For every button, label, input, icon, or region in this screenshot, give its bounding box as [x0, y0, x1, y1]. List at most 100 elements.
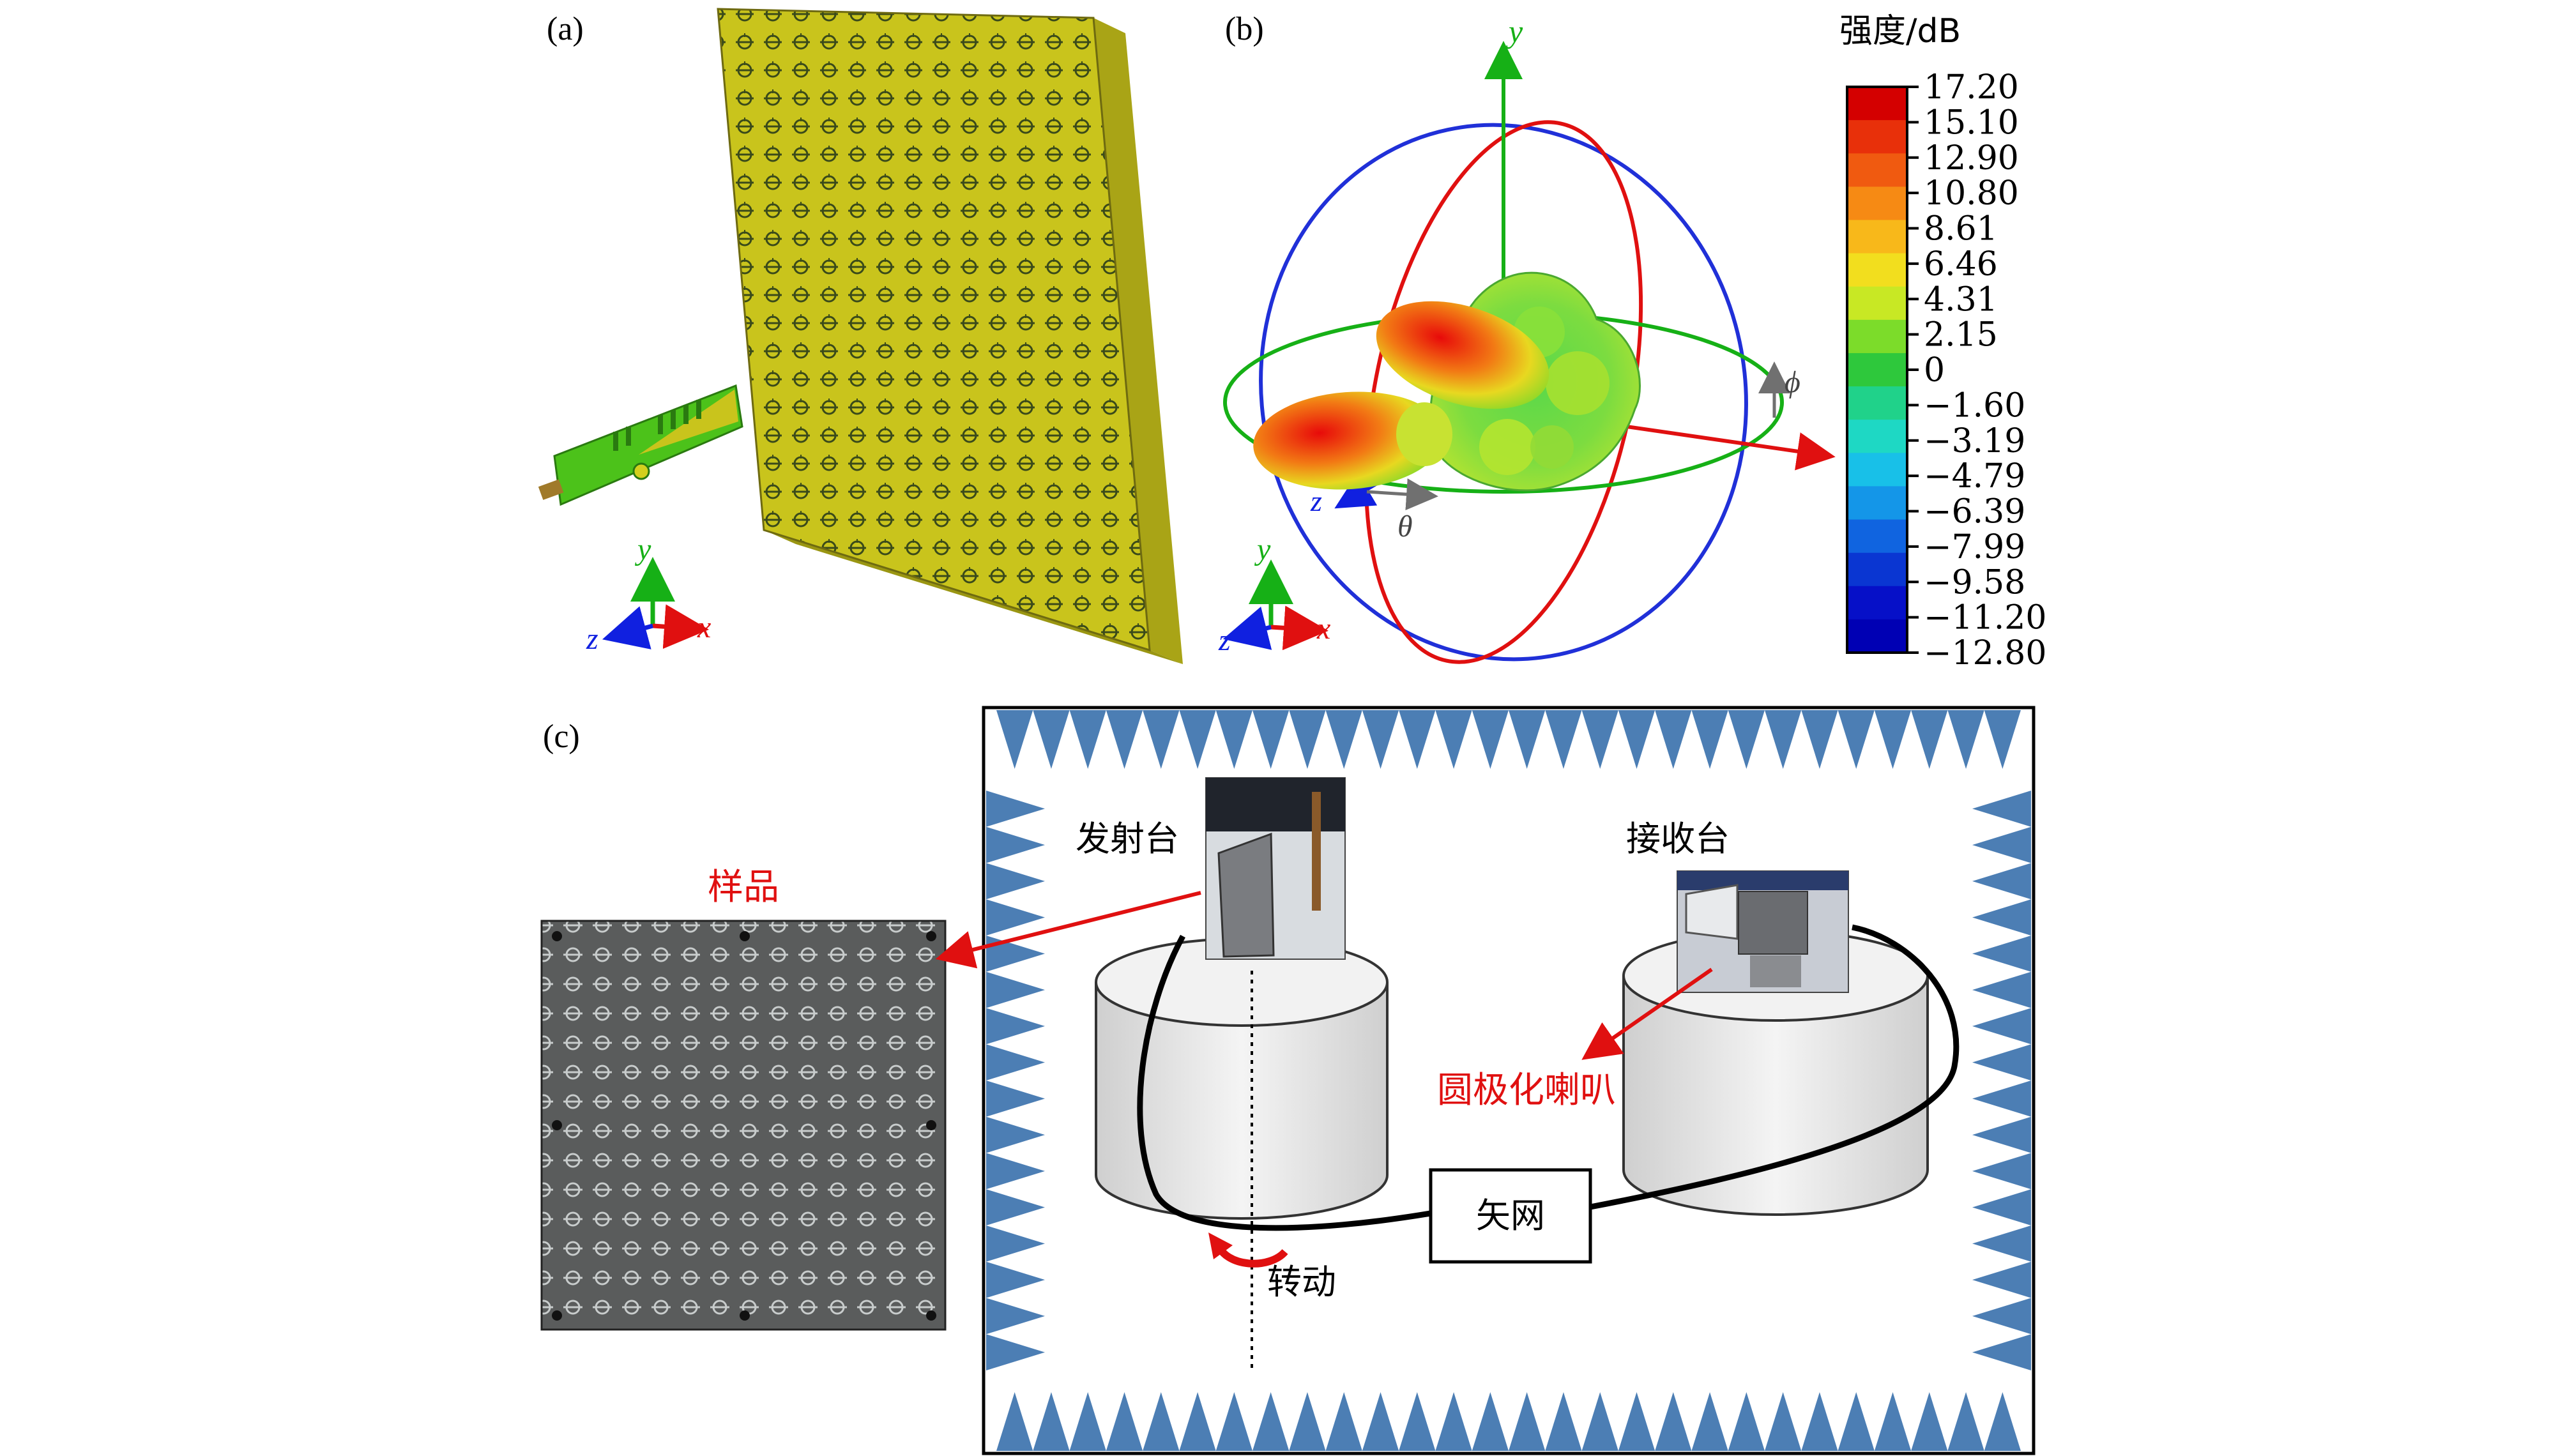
absorber-wedge [996, 1392, 1033, 1451]
absorber-wedge [1972, 1008, 2031, 1045]
axis-label-y-b: y [1254, 533, 1271, 566]
absorber-wedge [1106, 710, 1143, 769]
absorber-wedge [1325, 1392, 1362, 1451]
panel-c: (c) 样品 发射台 接收台 [540, 706, 2036, 1455]
absorber-wedge [1472, 710, 1509, 769]
colorbar-tick-label: 10.80 [1924, 174, 2019, 213]
absorber-wedge [986, 1153, 1045, 1190]
absorber-wedge [1618, 710, 1655, 769]
absorber-wedge [986, 1261, 1045, 1298]
absorber-wedge [986, 1008, 1045, 1045]
absorber-wedge [1728, 1392, 1765, 1451]
absorber-wedge [1972, 971, 2031, 1008]
axis-triad-a: y x z [586, 533, 711, 656]
panel-c-label: (c) [543, 718, 580, 755]
axis-label-z-a: z [586, 622, 598, 656]
absorber-wedge [986, 1116, 1045, 1153]
absorber-wedge [1691, 710, 1728, 769]
phi-label: ϕ [1785, 365, 1800, 399]
colorbar-segment [1847, 386, 1907, 421]
absorber-wedge [1972, 936, 2031, 972]
absorber-wedge [986, 863, 1045, 900]
absorber-wedge [1984, 710, 2021, 769]
absorber-wedge [1972, 1081, 2031, 1117]
theta-arrow [1366, 478, 1438, 510]
transmit-stand [1095, 937, 1389, 1220]
colorbar-segment [1847, 353, 1907, 388]
absorber-wedges [986, 710, 2031, 1451]
colorbar-tick-label: 0 [1924, 351, 1945, 390]
absorber-wedge [1911, 1392, 1948, 1451]
absorber-wedge [1581, 1392, 1618, 1451]
absorber-wedge [1618, 1392, 1655, 1451]
panel-b-label: (b) [1225, 11, 1264, 47]
colorbar-segment [1847, 552, 1907, 587]
colorbar-tick-label: −7.99 [1924, 528, 2025, 566]
metasurface-front-face [717, 8, 1151, 652]
absorber-wedge [1252, 1392, 1290, 1451]
colorbar-segment [1847, 253, 1907, 287]
absorber-wedge [1874, 710, 1912, 769]
absorber-wedge [1069, 710, 1106, 769]
absorber-wedge [996, 710, 1033, 769]
receive-photo [1677, 870, 1849, 993]
colorbar-tick-label: 6.46 [1924, 245, 1998, 284]
absorber-wedge [986, 1189, 1045, 1225]
axis-triad-b: y x z [1218, 533, 1330, 657]
colorbar-tick-label: 12.90 [1924, 139, 2019, 178]
colorbar-segment [1847, 120, 1907, 155]
colorbar-segment [1847, 319, 1907, 354]
panel-b: (b) y z θ ϕ [1218, 11, 2046, 672]
axis-label-y-a: y [634, 533, 651, 566]
absorber-wedge [1472, 1392, 1509, 1451]
absorber-wedge [986, 1081, 1045, 1117]
sample-screws [552, 931, 936, 1321]
colorbar-tick-label: −4.79 [1924, 457, 2025, 496]
absorber-wedge [1972, 1116, 2031, 1153]
colorbar-segment [1847, 220, 1907, 254]
colorbar-segment [1847, 87, 1907, 121]
colorbar-segment [1847, 619, 1907, 653]
vna-box [1429, 1168, 1592, 1264]
receive-label: 接收台 [1626, 819, 1730, 859]
colorbar: 强度/dB 17.2015.1012.9010.808.616.464.312.… [1839, 12, 2046, 672]
panel-a: (a) y x z [538, 8, 1183, 664]
absorber-wedge [1947, 1392, 1984, 1451]
absorber-wedge [1215, 1392, 1252, 1451]
absorber-wedge [1581, 710, 1618, 769]
absorber-wedge [1545, 1392, 1582, 1451]
absorber-wedge [986, 1334, 1045, 1370]
absorber-wedge [1252, 710, 1290, 769]
absorber-wedge [1143, 1392, 1180, 1451]
transmit-label: 发射台 [1076, 819, 1179, 859]
absorber-wedge [1215, 710, 1252, 769]
absorber-wedge [1972, 1261, 2031, 1298]
absorber-wedge [1069, 1392, 1106, 1451]
colorbar-segments [1847, 87, 1907, 653]
absorber-wedge [1765, 1392, 1802, 1451]
sample-label: 样品 [708, 867, 779, 908]
absorber-wedge [986, 1225, 1045, 1262]
absorber-wedge [1972, 863, 2031, 900]
colorbar-tick-label: −12.80 [1924, 634, 2046, 672]
absorber-wedge [1509, 710, 1546, 769]
absorber-wedge [1911, 710, 1948, 769]
colorbar-tick-label: 8.61 [1924, 210, 1998, 248]
absorber-wedge [1972, 1189, 2031, 1225]
colorbar-tick-label: 15.10 [1924, 103, 2019, 142]
pattern-axis-label-z: z [1310, 485, 1322, 517]
absorber-wedge [1691, 1392, 1728, 1451]
absorber-wedge [1765, 710, 1802, 769]
colorbar-segment [1847, 453, 1907, 487]
rotation-arrow-head [1208, 1232, 1233, 1259]
absorber-wedge [1972, 826, 2031, 863]
colorbar-segment [1847, 586, 1907, 620]
absorber-wedge [1972, 1334, 2031, 1370]
rotate-label: 转动 [1267, 1262, 1336, 1302]
absorber-wedge [1972, 1298, 2031, 1335]
absorber-wedge [1143, 710, 1180, 769]
horn-label: 圆极化喇叭 [1437, 1070, 1616, 1111]
vivaldi-horn-antenna [538, 384, 743, 506]
colorbar-tick-label: 2.15 [1924, 316, 1998, 354]
absorber-wedge [1399, 710, 1436, 769]
